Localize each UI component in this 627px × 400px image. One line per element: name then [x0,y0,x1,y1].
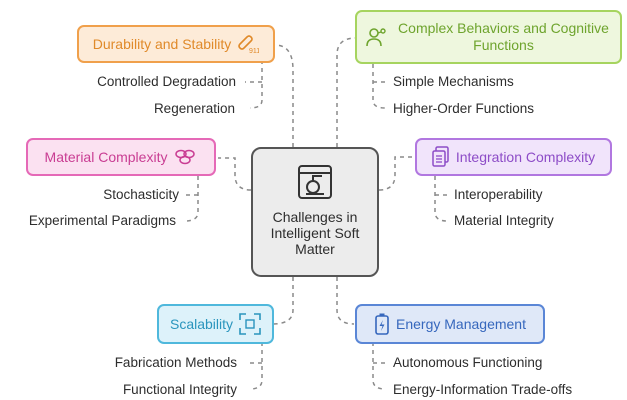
leader-complex-2 [372,64,386,109]
node-title: Material Complexity [44,148,168,165]
center-title: Challenges in Intelligent Soft Matter [270,209,360,257]
connector-energy [336,277,355,325]
node-title: Integration Complexity [455,148,596,165]
node-material-complexity: Material Complexity [26,138,216,176]
connector-complex-behaviors [336,37,357,147]
sub-interoperability: Interoperability [454,187,543,202]
leader-scalability-2 [249,342,263,390]
node-title: Durability and Stability [92,35,232,52]
node-scalability: Scalability [157,304,274,344]
sub-controlled-degradation: Controlled Degradation [97,74,236,89]
connector-integration [378,156,415,191]
sub-energy-information-trade-offs: Energy-Information Trade-offs [393,382,573,397]
connector-material [218,157,252,191]
sub-functional-integrity: Functional Integrity [122,382,237,397]
node-durability-stability: Durability and Stability 911 [77,25,275,63]
center-hub: Challenges in Intelligent Soft Matter [251,147,379,277]
leader-energy-2 [372,342,386,390]
sub-material-integrity: Material Integrity [454,213,554,228]
scale-frame-icon [239,313,261,335]
sub-fabrication-methods: Fabrication Methods [114,355,237,370]
sub-higher-order-functions: Higher-Order Functions [393,101,535,116]
network-person-icon [364,25,388,49]
svg-text:911: 911 [249,48,259,54]
sub-simple-mechanisms: Simple Mechanisms [393,74,514,89]
layers-icon [173,148,197,166]
robotic-arm-icon [298,165,332,199]
leader-material-2 [184,176,199,222]
connector-durability [274,44,294,147]
sub-regeneration: Regeneration [153,101,235,116]
node-title: Complex Behaviors and Cognitive Function… [398,20,609,53]
bandage-icon: 911 [237,34,259,54]
leader-durability-2 [249,60,263,109]
node-title: Energy Management [396,315,526,332]
connector-scalability [271,277,294,325]
node-title: Scalability [169,315,234,332]
sub-stochasticity: Stochasticity [103,187,179,202]
sub-experimental-paradigms: Experimental Paradigms [28,213,176,228]
node-integration-complexity: Integration Complexity [415,138,612,176]
node-complex-behaviors: Complex Behaviors and Cognitive Function… [355,10,622,64]
sub-autonomous-functioning: Autonomous Functioning [393,355,543,370]
battery-icon [374,313,390,335]
documents-icon [432,146,450,168]
node-energy-management: Energy Management [355,304,545,344]
leader-integration-2 [434,176,448,222]
